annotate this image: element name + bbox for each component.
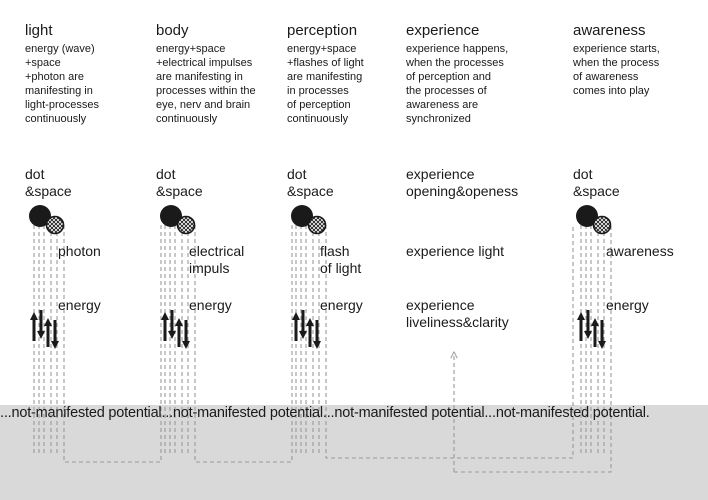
column-description-light: energy (wave) +space +photon are manifes…	[25, 43, 99, 125]
down-arrow-icon	[313, 320, 321, 349]
up-arrow-icon	[44, 318, 52, 347]
column-title-awareness: awareness	[573, 22, 646, 39]
dot-icon	[291, 205, 313, 227]
crosshatched-circle-icon	[307, 215, 327, 235]
crosshatched-circle-icon	[176, 215, 196, 235]
experience-light-label: experience light	[406, 243, 505, 259]
energy-label: energy	[606, 297, 649, 313]
column-title-perception: perception	[287, 22, 358, 39]
dashed-connector	[325, 225, 574, 459]
column-description-body: energy+space +electrical impulses are ma…	[156, 43, 256, 125]
down-arrow-icon	[584, 310, 592, 339]
column-description-experience: experience happens, when the processes o…	[406, 43, 509, 125]
up-arrow-icon	[161, 312, 169, 341]
up-arrow-icon	[175, 318, 183, 347]
energy-label: energy	[320, 297, 363, 313]
up-arrow-icon	[30, 312, 38, 341]
crosshatched-circle-icon	[592, 215, 612, 235]
dot-and-space-symbol	[291, 205, 327, 235]
dot-space-label: dot &space	[573, 166, 620, 199]
dot-icon	[576, 205, 598, 227]
down-arrow-icon	[37, 310, 45, 339]
column-title-body: body	[156, 22, 189, 39]
energy-arrows	[577, 310, 606, 349]
dot-icon	[29, 205, 51, 227]
ground-label: ...not-manifested potential...not-manife…	[0, 405, 650, 421]
flash-of-light-label: flash of light	[320, 243, 362, 276]
up-arrow-icon	[577, 312, 585, 341]
down-arrow-icon	[598, 320, 606, 349]
dot-space-label: dot &space	[156, 166, 203, 199]
dot-and-space-symbol	[576, 205, 612, 235]
column-description-awareness: experience starts, when the process of a…	[573, 43, 660, 97]
column-description-perception: energy+space +flashes of light are manif…	[287, 43, 364, 125]
column-title-light: light	[25, 22, 53, 39]
up-arrow-icon	[306, 318, 314, 347]
down-arrow-icon	[51, 320, 59, 349]
up-arrow-icon	[591, 318, 599, 347]
up-arrow-icon	[292, 312, 300, 341]
electrical-impuls-label: electrical impuls	[189, 243, 245, 276]
crosshatched-circle-icon	[45, 215, 65, 235]
down-arrow-icon	[182, 320, 190, 349]
dot-and-space-symbol	[160, 205, 196, 235]
energy-label: energy	[58, 297, 101, 313]
awareness-label: awareness	[606, 243, 674, 259]
dot-icon	[160, 205, 182, 227]
dot-space-label: dot &space	[287, 166, 334, 199]
dashed-connector	[63, 225, 162, 463]
down-arrow-icon	[168, 310, 176, 339]
photon-label: photon	[58, 243, 101, 259]
icon-layer	[29, 205, 612, 349]
energy-arrows	[161, 310, 190, 349]
experience-opening-label: experience opening&openess	[406, 166, 519, 199]
column-title-experience: experience	[406, 22, 480, 39]
down-arrow-icon	[299, 310, 307, 339]
experience-liveliness-label: experience liveliness&clarity	[406, 297, 509, 330]
dashed-connector	[454, 225, 612, 473]
not-manifested-potential-band	[0, 405, 708, 500]
energy-label: energy	[189, 297, 232, 313]
energy-arrows	[30, 310, 59, 349]
energy-arrows	[292, 310, 321, 349]
dot-and-space-symbol	[29, 205, 65, 235]
dot-space-label: dot &space	[25, 166, 72, 199]
